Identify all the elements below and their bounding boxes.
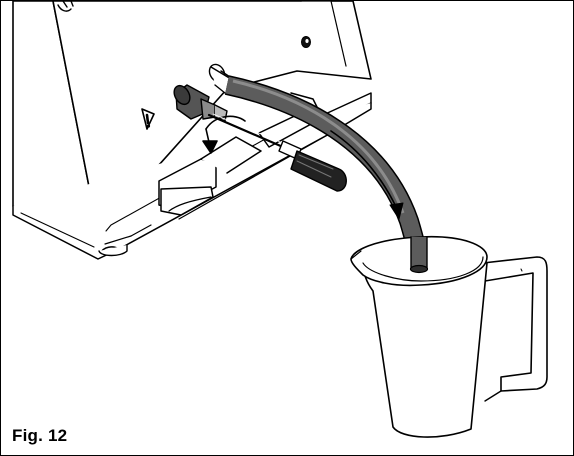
drain-bracket — [158, 92, 332, 216]
hose-end — [409, 236, 429, 274]
top-screws — [57, 1, 74, 12]
rotation-arrow-icon — [202, 115, 246, 154]
figure-caption: Fig. 12 — [12, 426, 68, 445]
warning-triangle-icon — [141, 108, 155, 130]
screwdriver — [207, 113, 347, 192]
housing-screw — [301, 36, 311, 48]
flow-direction-arrow-icon — [330, 130, 404, 220]
device-foot — [98, 244, 128, 257]
measuring-jug — [350, 235, 548, 438]
drain-valve — [173, 84, 228, 122]
